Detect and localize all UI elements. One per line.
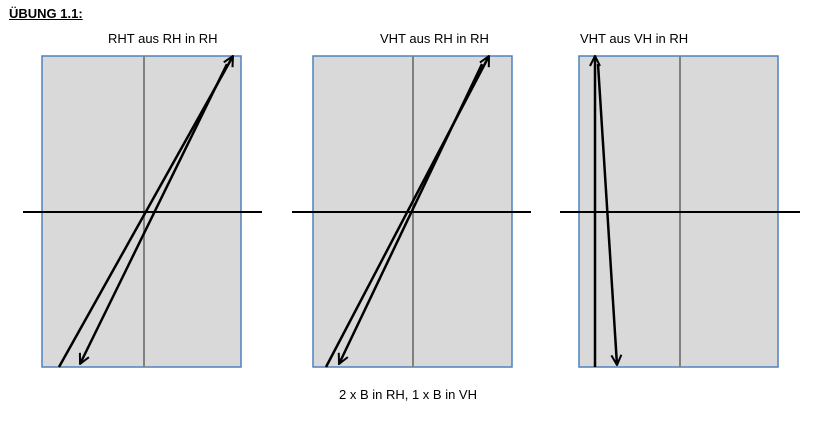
panel-1 bbox=[23, 56, 262, 368]
panel-title-2: VHT aus RH in RH bbox=[380, 31, 489, 46]
panel-title-1: RHT aus RH in RH bbox=[108, 31, 218, 46]
panel-1-arrow-down bbox=[78, 63, 229, 364]
panel-3-arrow-down bbox=[596, 63, 617, 365]
panel-2 bbox=[292, 56, 531, 368]
diagram-caption: 2 x B in RH, 1 x B in VH bbox=[339, 387, 477, 402]
panel-1-arrow-up bbox=[57, 56, 233, 368]
exercise-heading: ÜBUNG 1.1: bbox=[9, 6, 83, 21]
panel-title-3: VHT aus VH in RH bbox=[580, 31, 689, 46]
panel-3 bbox=[560, 56, 800, 368]
panel-2-arrow-down bbox=[339, 63, 484, 364]
